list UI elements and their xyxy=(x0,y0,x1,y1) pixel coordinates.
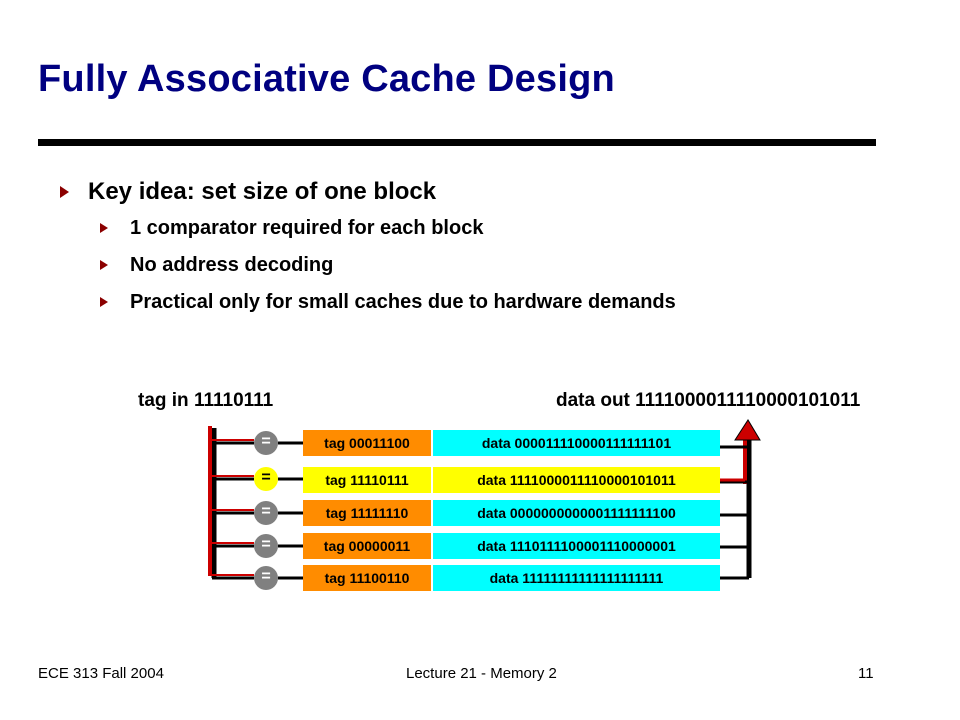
comparator: = xyxy=(254,566,278,590)
bullet-text: Key idea: set size of one block xyxy=(88,178,437,205)
data-cell: data 1110111100001110000001 xyxy=(433,533,720,559)
sub-bullet-1: 1 comparator required for each block xyxy=(100,210,676,247)
data-cell: data 11111111111111111111 xyxy=(433,565,720,591)
sub-bullet-3: Practical only for small caches due to h… xyxy=(100,284,676,321)
bullet-list: Key idea: set size of one block 1 compar… xyxy=(60,176,676,321)
tag-cell: tag 11100110 xyxy=(303,565,431,591)
bullet-arrow-icon xyxy=(60,186,69,198)
tag-cell: tag 11110111 xyxy=(303,467,431,493)
data-cell: data 000011110000111111101 xyxy=(433,430,720,456)
comparator: = xyxy=(254,534,278,558)
tag-cell: tag 00011100 xyxy=(303,430,431,456)
tag-cell: tag 11111110 xyxy=(303,500,431,526)
slide-title: Fully Associative Cache Design xyxy=(38,58,615,100)
bullet-arrow-icon xyxy=(100,297,108,307)
comparator-links xyxy=(278,441,303,580)
bullet-text: No address decoding xyxy=(130,254,334,276)
tag-branches xyxy=(212,441,254,580)
data-links xyxy=(720,445,749,580)
footer-lecture: Lecture 21 - Memory 2 xyxy=(406,665,557,682)
bullet-main: Key idea: set size of one block xyxy=(60,176,676,210)
bullet-text: 1 comparator required for each block xyxy=(130,217,484,239)
comparator: = xyxy=(254,501,278,525)
data-out-arrow-icon xyxy=(734,419,761,441)
data-out-label: data out 1111000011110000101011 xyxy=(556,390,861,411)
bullet-arrow-icon xyxy=(100,260,108,270)
sub-bullet-2: No address decoding xyxy=(100,247,676,284)
bullet-arrow-icon xyxy=(100,223,108,233)
comparator-match: = xyxy=(254,467,278,491)
page-number: 11 xyxy=(858,665,874,682)
footer-course: ECE 313 Fall 2004 xyxy=(38,665,164,682)
bullet-text: Practical only for small caches due to h… xyxy=(130,291,676,313)
data-cell: data 1111000011110000101011 xyxy=(433,467,720,493)
tag-cell: tag 00000011 xyxy=(303,533,431,559)
data-cell: data 0000000000001111111100 xyxy=(433,500,720,526)
tag-in-label: tag in 11110111 xyxy=(138,390,274,411)
tag-branches-red xyxy=(212,439,254,576)
title-divider xyxy=(38,139,876,146)
comparator: = xyxy=(254,431,278,455)
